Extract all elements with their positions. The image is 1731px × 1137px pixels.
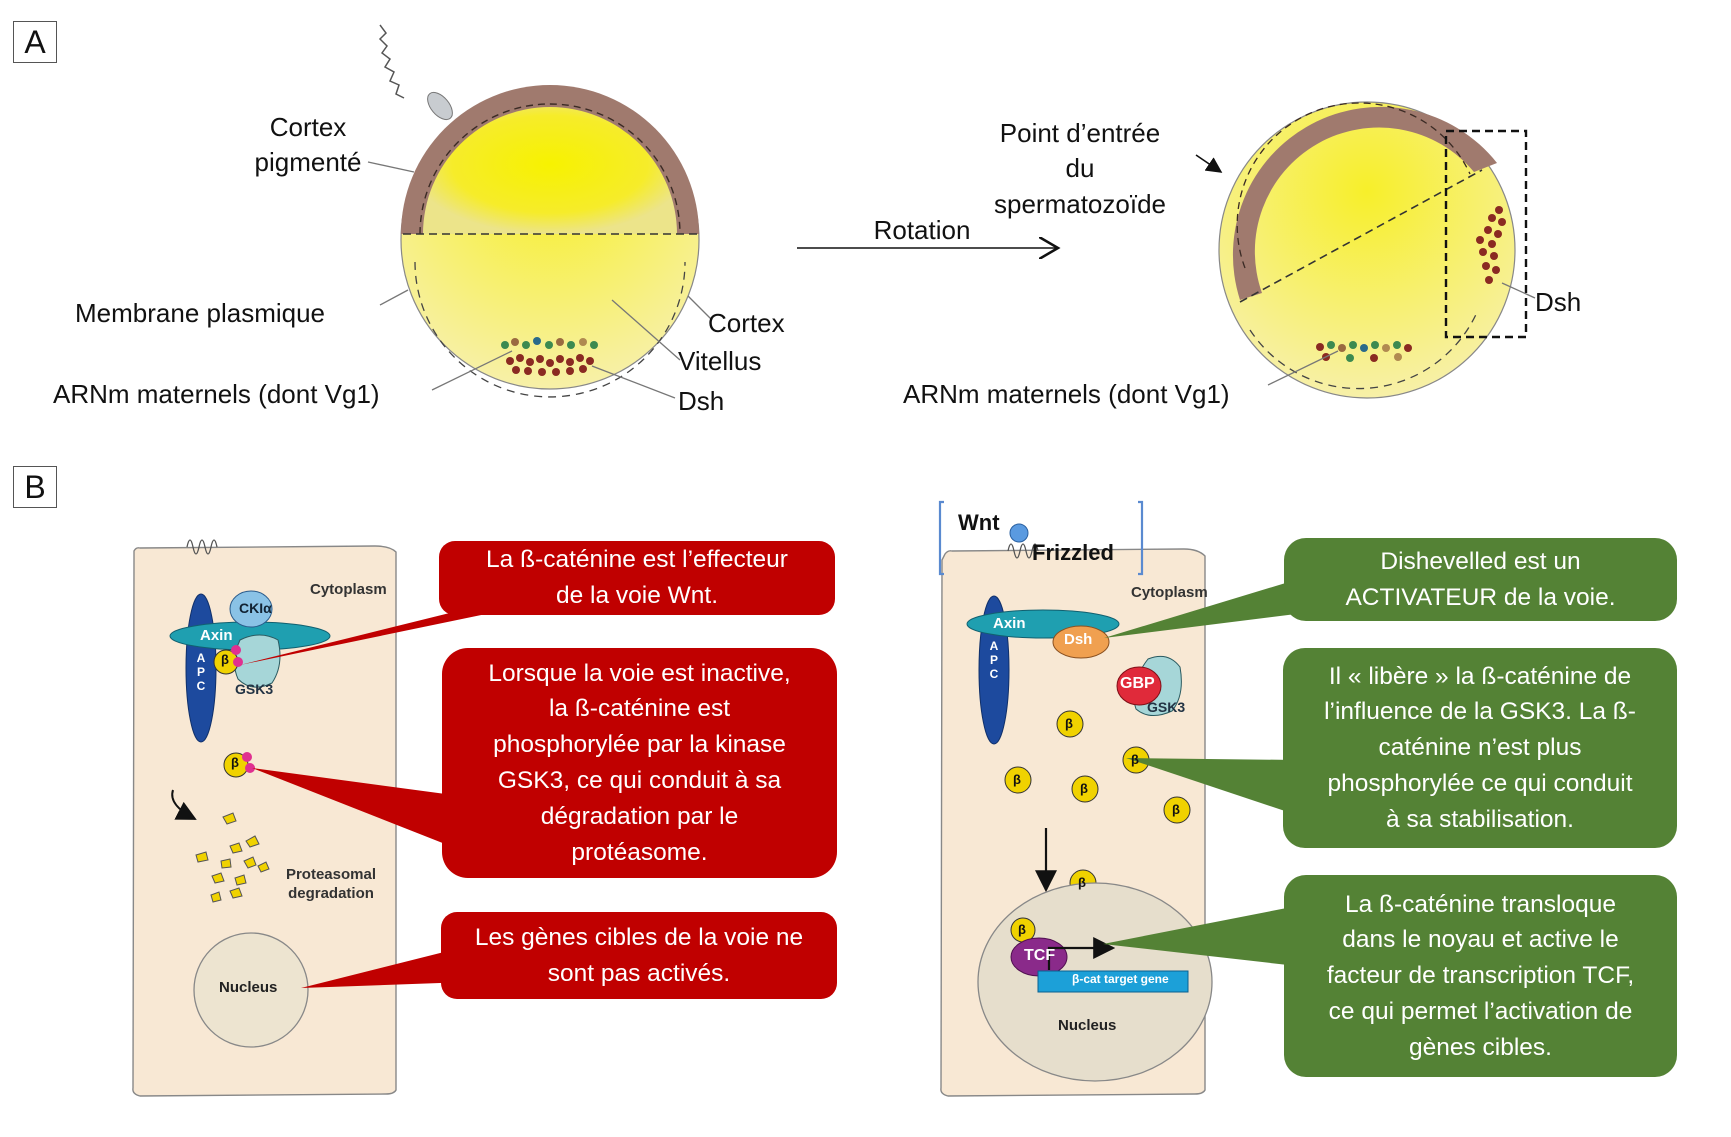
dsh-dots-right xyxy=(1476,206,1506,284)
left-egg xyxy=(367,24,713,399)
label-dsh-right: Dsh xyxy=(1535,287,1582,317)
right-beta-3: β xyxy=(1013,772,1021,787)
dsh-dashed-box xyxy=(1444,129,1528,339)
left-cell xyxy=(132,539,397,1097)
callout-red-genes: Les gènes cibles de la voie ne sont pas … xyxy=(441,912,837,999)
label-cortex-pigmente: Cortex pigmenté xyxy=(254,112,362,178)
right-apc-label: A P C xyxy=(989,639,999,681)
degraded-fragments xyxy=(195,812,270,903)
left-beta-complex: β xyxy=(221,652,229,667)
callout-green-release-text: Il « libère » la ß-caténine de l’influen… xyxy=(1324,662,1636,833)
right-gbp-label: GBP xyxy=(1120,675,1155,692)
left-ckia-label: CKIα xyxy=(239,600,272,616)
left-gsk3-label: GSK3 xyxy=(235,681,274,697)
callout-green-activator: Dishevelled est un ACTIVATEUR de la voie… xyxy=(1284,538,1677,621)
maternal-rna-dots-right xyxy=(1316,341,1412,362)
free-beta-catenin xyxy=(1004,710,1191,897)
left-apc-label: A P C xyxy=(196,651,206,693)
right-wnt-label: Wnt xyxy=(958,510,1000,535)
right-beta-5: β xyxy=(1172,802,1180,817)
callout-red-genes-text: Les gènes cibles de la voie ne sont pas … xyxy=(474,923,804,987)
right-frizzled-label: Frizzled xyxy=(1032,540,1114,565)
callout-tails xyxy=(240,575,1312,988)
label-rotation: Rotation xyxy=(873,215,971,245)
dsh-dots-left xyxy=(506,354,594,376)
label-vitellus: Vitellus xyxy=(678,346,762,376)
label-arnm-left: ARNm maternels (dont Vg1) xyxy=(53,379,380,409)
right-beta-6: β xyxy=(1078,875,1086,890)
right-axin-label: Axin xyxy=(993,615,1026,632)
right-nucleus-label: Nucleus xyxy=(1058,1017,1117,1034)
callout-green-translocate: La ß-caténine transloque dans le noyau e… xyxy=(1284,875,1677,1077)
panel-a-label: A xyxy=(13,21,57,63)
callout-red-inactive-text: Lorsque la voie est inactive, la ß-catén… xyxy=(488,659,791,866)
label-membrane-plasmique: Membrane plasmique xyxy=(75,298,326,328)
maternal-rna-dots xyxy=(501,337,598,349)
left-cytoplasm-label: Cytoplasm xyxy=(310,581,387,598)
right-cytoplasm-label: Cytoplasm xyxy=(1131,584,1208,601)
left-nucleus-label: Nucleus xyxy=(219,979,278,996)
callout-red-effector-text: La ß-caténine est l’effecteur de la voie… xyxy=(486,546,788,609)
right-beta-7: β xyxy=(1018,922,1026,937)
right-target-gene-label: β-cat target gene xyxy=(1072,972,1169,986)
left-beta-free: β xyxy=(231,755,239,770)
callout-red-inactive: Lorsque la voie est inactive, la ß-catén… xyxy=(442,648,837,878)
callout-green-translocate-text: La ß-caténine transloque dans le noyau e… xyxy=(1326,890,1635,1061)
callout-green-activator-text: Dishevelled est un ACTIVATEUR de la voie… xyxy=(1345,547,1616,611)
right-tcf-label: TCF xyxy=(1024,947,1056,964)
left-axin-label: Axin xyxy=(200,627,233,644)
right-dsh-label: Dsh xyxy=(1064,631,1093,648)
label-entry-point: Point d’entrée du spermatozoïde xyxy=(994,118,1166,219)
callout-green-release: Il « libère » la ß-caténine de l’influen… xyxy=(1283,648,1677,848)
label-arnm-right: ARNm maternels (dont Vg1) xyxy=(903,379,1230,409)
right-beta-4: β xyxy=(1080,781,1088,796)
panel-b-label: B xyxy=(13,466,57,508)
label-cortex: Cortex xyxy=(708,308,785,338)
right-beta-2: β xyxy=(1131,752,1139,767)
label-dsh-left: Dsh xyxy=(678,386,725,416)
left-proteasomal-label: Proteasomal degradation xyxy=(285,866,377,902)
right-cell xyxy=(938,500,1213,1097)
callout-red-effector: La ß-caténine est l’effecteur de la voie… xyxy=(439,541,835,615)
right-beta-1: β xyxy=(1065,716,1073,731)
right-egg xyxy=(1195,101,1536,399)
right-gsk3-label: GSK3 xyxy=(1147,699,1186,715)
